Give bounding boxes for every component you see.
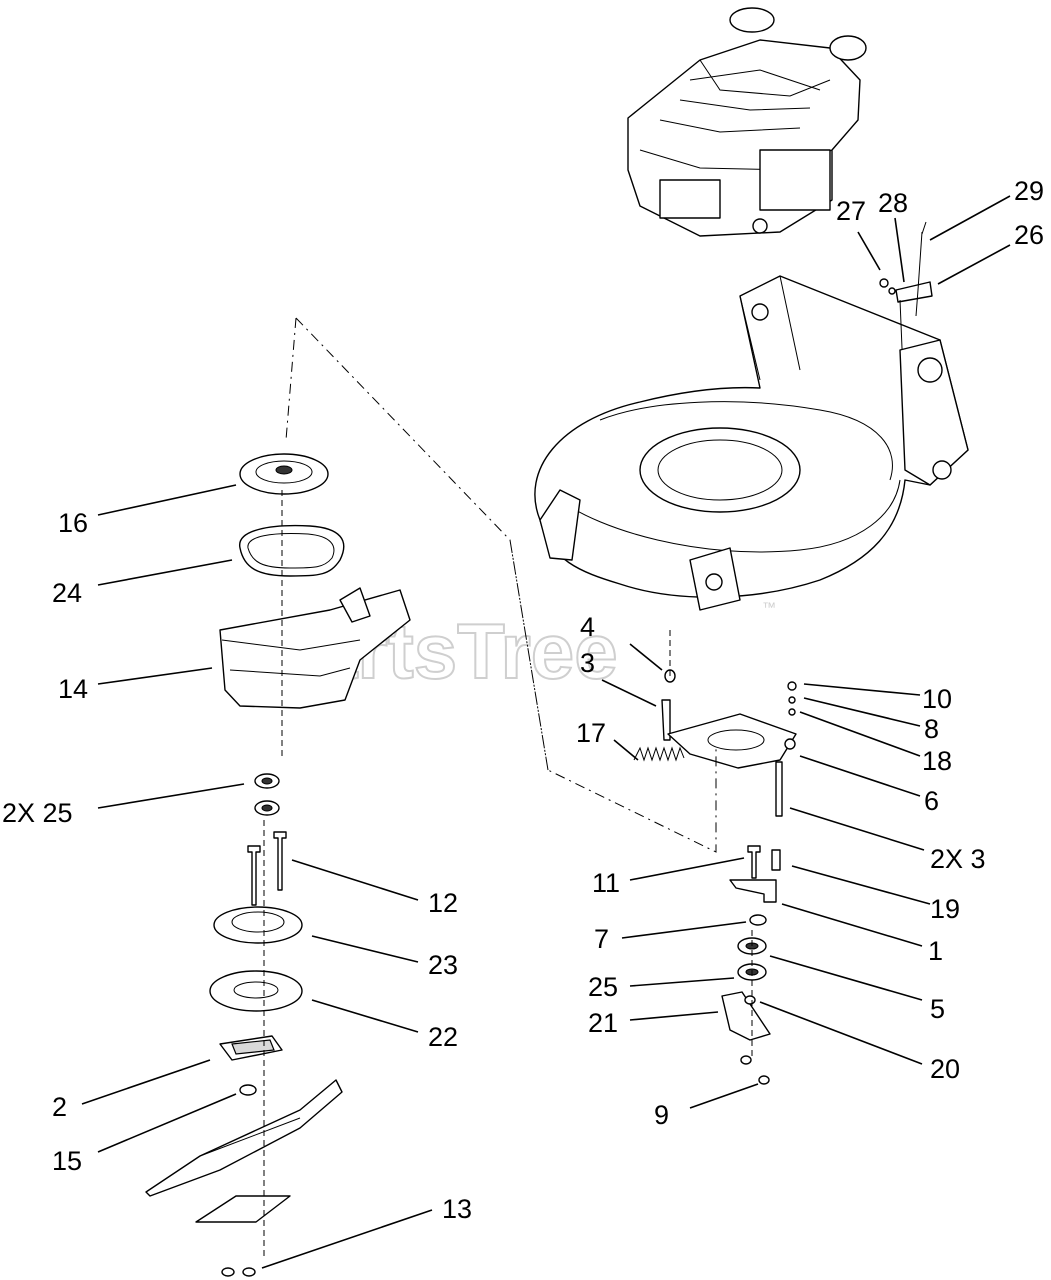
- engine-illustration: [627, 7, 867, 237]
- callout-22: 22: [428, 1022, 458, 1052]
- callout-10: 10: [922, 684, 952, 714]
- callout-2: 2: [52, 1092, 67, 1122]
- callout-20: 20: [930, 1054, 960, 1084]
- callout-26: 26: [1014, 220, 1044, 250]
- callout-9: 9: [654, 1100, 669, 1130]
- callout-27: 27: [836, 196, 866, 226]
- callout-16: 16: [58, 508, 88, 538]
- callout-7: 7: [594, 924, 609, 954]
- callout-19: 19: [930, 894, 960, 924]
- explosion-boundary: [285, 317, 717, 853]
- leader-lines: [81, 195, 1011, 1269]
- left-assembly: [145, 453, 411, 1277]
- callout-8: 8: [924, 714, 939, 744]
- callout-21: 21: [588, 1008, 618, 1038]
- callout-29: 29: [1014, 176, 1044, 206]
- callout-2x3: 2X 3: [930, 844, 986, 874]
- callout-25: 25: [588, 972, 618, 1002]
- right-assembly: [633, 630, 797, 1085]
- callout-17: 17: [576, 718, 606, 748]
- callout-labels: 16 24 14 2X 25 12 23 22 2 15 13 27 28 29…: [2, 176, 1044, 1224]
- callout-1: 1: [928, 936, 943, 966]
- svg-text:™: ™: [762, 599, 776, 615]
- callout-14: 14: [58, 674, 88, 704]
- callout-4: 4: [580, 612, 595, 642]
- callout-28: 28: [878, 188, 908, 218]
- callout-5: 5: [930, 994, 945, 1024]
- callout-13: 13: [442, 1194, 472, 1224]
- callout-12: 12: [428, 888, 458, 918]
- callout-11: 11: [592, 868, 620, 898]
- throttle-bracket: [879, 221, 933, 317]
- callout-2x25: 2X 25: [2, 798, 73, 828]
- callout-24: 24: [52, 578, 82, 608]
- callout-18: 18: [922, 746, 952, 776]
- callout-3: 3: [580, 648, 595, 678]
- mower-deck: [534, 275, 969, 611]
- callout-15: 15: [52, 1146, 82, 1176]
- callout-23: 23: [428, 950, 458, 980]
- callout-6: 6: [924, 786, 939, 816]
